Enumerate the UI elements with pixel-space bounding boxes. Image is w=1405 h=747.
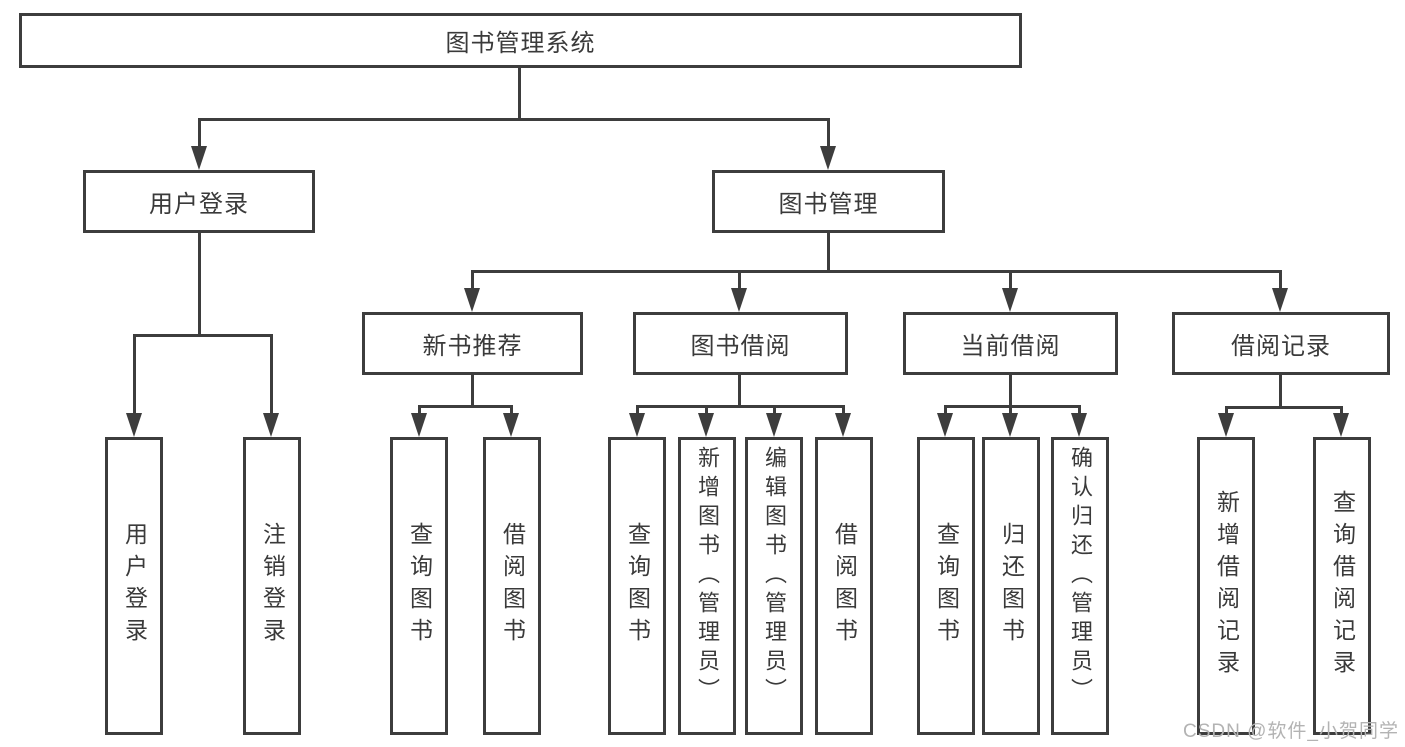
arrow-down-icon xyxy=(411,413,427,437)
connector-line xyxy=(133,334,273,337)
leaf-add-borrow-record: 新增借阅记录 xyxy=(1197,437,1255,735)
node-borrow-records-label: 借阅记录 xyxy=(1231,333,1331,360)
arrow-down-icon xyxy=(191,146,207,170)
leaf-borrow-books: 借阅图书 xyxy=(815,437,873,735)
leaf-borrow-query-books: 查询图书 xyxy=(608,437,666,735)
connector-line xyxy=(842,405,845,418)
leaf-recommend-query-books-label: 查询图书 xyxy=(406,522,433,650)
leaf-edit-book-admin: 编辑图书（管理员） xyxy=(745,437,803,735)
node-root-label: 图书管理系统 xyxy=(445,30,596,57)
connector-line xyxy=(1279,270,1282,293)
arrow-down-icon xyxy=(1218,413,1234,437)
leaf-confirm-return-admin-label: 确认归还（管理员） xyxy=(1068,446,1093,707)
connector-line xyxy=(944,405,1081,408)
connector-line xyxy=(738,375,741,405)
node-book-borrow: 图书借阅 xyxy=(633,312,848,375)
connector-line xyxy=(133,334,136,418)
arrow-down-icon xyxy=(629,413,645,437)
csdn-watermark: CSDN @软件_小贺同学 xyxy=(1183,721,1399,742)
connector-line xyxy=(944,405,947,418)
arrow-down-icon xyxy=(126,413,142,437)
connector-line xyxy=(518,68,521,118)
connector-line xyxy=(636,405,639,418)
leaf-query-borrow-record: 查询借阅记录 xyxy=(1313,437,1371,735)
node-root: 图书管理系统 xyxy=(19,13,1022,68)
arrow-down-icon xyxy=(1002,288,1018,312)
leaf-edit-book-admin-label: 编辑图书（管理员） xyxy=(762,446,787,707)
connector-line xyxy=(1009,270,1012,293)
node-borrow-records: 借阅记录 xyxy=(1172,312,1390,375)
connector-line xyxy=(198,118,829,121)
connector-line xyxy=(418,405,421,418)
node-new-book-recommend: 新书推荐 xyxy=(362,312,583,375)
arrow-down-icon xyxy=(1272,288,1288,312)
connector-line xyxy=(1225,406,1343,409)
node-current-borrow-label: 当前借阅 xyxy=(960,333,1061,360)
connector-line xyxy=(198,118,201,151)
leaf-return-books-label: 归还图书 xyxy=(998,522,1025,650)
arrow-down-icon xyxy=(464,288,480,312)
connector-line xyxy=(510,405,513,418)
connector-line xyxy=(471,375,474,405)
leaf-return-books: 归还图书 xyxy=(982,437,1040,735)
leaf-borrow-query-books-label: 查询图书 xyxy=(624,522,651,650)
connector-line xyxy=(418,405,513,408)
leaf-add-book-admin-label: 新增图书（管理员） xyxy=(695,446,720,707)
leaf-confirm-return-admin: 确认归还（管理员） xyxy=(1051,437,1109,735)
connector-line xyxy=(1340,406,1343,418)
connector-line xyxy=(198,233,201,334)
connector-line xyxy=(773,405,776,418)
arrow-down-icon xyxy=(766,413,782,437)
node-user-login-label: 用户登录 xyxy=(149,191,249,218)
connector-line xyxy=(1009,375,1012,405)
arrow-down-icon xyxy=(820,146,836,170)
connector-line xyxy=(471,270,474,293)
connector-line xyxy=(1225,406,1228,418)
leaf-logout-label: 注销登录 xyxy=(259,522,286,650)
arrow-down-icon xyxy=(1071,413,1087,437)
arrow-down-icon xyxy=(503,413,519,437)
connector-line xyxy=(738,270,741,293)
node-book-borrow-label: 图书借阅 xyxy=(690,333,791,360)
arrow-down-icon xyxy=(698,413,714,437)
node-book-management: 图书管理 xyxy=(712,170,945,233)
connector-line xyxy=(1009,405,1012,418)
connector-line xyxy=(1078,405,1081,418)
arrow-down-icon xyxy=(937,413,953,437)
arrow-down-icon xyxy=(1333,413,1349,437)
node-current-borrow: 当前借阅 xyxy=(903,312,1118,375)
connector-line xyxy=(1279,375,1282,406)
arrow-down-icon xyxy=(263,413,279,437)
node-book-management-label: 图书管理 xyxy=(778,191,879,218)
connector-line xyxy=(270,334,273,418)
arrow-down-icon xyxy=(731,288,747,312)
leaf-borrow-books-label: 借阅图书 xyxy=(831,522,858,650)
connector-line xyxy=(827,118,830,151)
connector-line xyxy=(471,270,1282,273)
leaf-user-login-label: 用户登录 xyxy=(121,522,148,650)
arrow-down-icon xyxy=(1002,413,1018,437)
leaf-user-login: 用户登录 xyxy=(105,437,163,735)
arrow-down-icon xyxy=(835,413,851,437)
leaf-query-borrow-record-label: 查询借阅记录 xyxy=(1329,490,1356,682)
leaf-add-borrow-record-label: 新增借阅记录 xyxy=(1213,490,1240,682)
leaf-current-query-books-label: 查询图书 xyxy=(933,522,960,650)
leaf-logout: 注销登录 xyxy=(243,437,301,735)
leaf-add-book-admin: 新增图书（管理员） xyxy=(678,437,736,735)
node-user-login: 用户登录 xyxy=(83,170,315,233)
leaf-current-query-books: 查询图书 xyxy=(917,437,975,735)
node-new-book-recommend-label: 新书推荐 xyxy=(422,333,523,360)
connector-line xyxy=(705,405,708,418)
leaf-recommend-borrow-books-label: 借阅图书 xyxy=(499,522,526,650)
leaf-recommend-query-books: 查询图书 xyxy=(390,437,448,735)
connector-line xyxy=(636,405,845,408)
connector-line xyxy=(827,233,830,270)
leaf-recommend-borrow-books: 借阅图书 xyxy=(483,437,541,735)
